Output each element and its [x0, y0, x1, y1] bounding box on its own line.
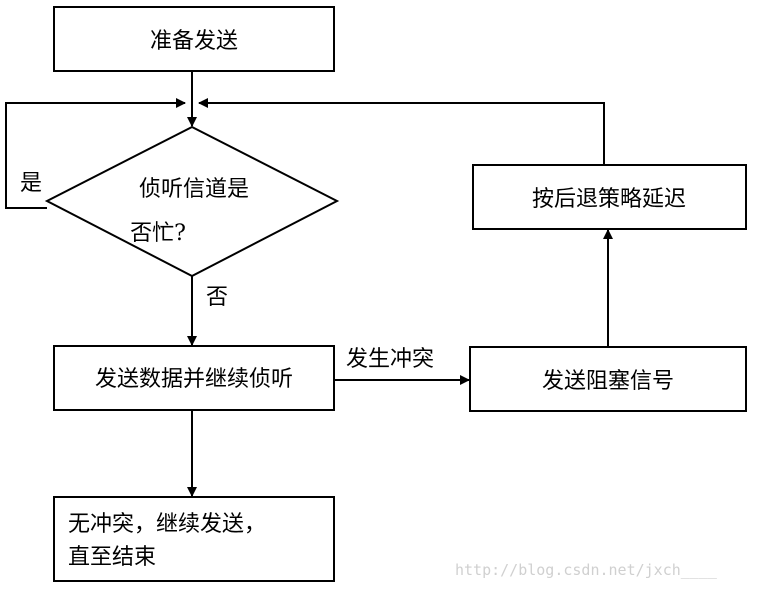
node-listen-decision-line2: 否忙? — [130, 221, 186, 246]
watermark-text: http://blog.csdn.net/jxch____ — [455, 561, 718, 579]
edge-busy-loop — [5, 98, 186, 209]
node-backoff: 按后退策略延迟 — [472, 164, 747, 230]
node-no-collision-line1: 无冲突，继续发送， — [68, 512, 266, 537]
node-prepare-send: 准备发送 — [53, 6, 335, 72]
node-jam-signal-label: 发送阻塞信号 — [542, 369, 674, 394]
node-prepare-send-label: 准备发送 — [150, 29, 238, 54]
edge-collision-label: 发生冲突 — [346, 347, 434, 372]
edge-busy-no-label: 否 — [206, 285, 228, 310]
node-send-and-listen: 发送数据并继续侦听 — [53, 345, 335, 411]
edge-backoff-to-decision — [198, 98, 605, 165]
node-no-collision-line2: 直至结束 — [68, 545, 156, 570]
node-send-and-listen-label: 发送数据并继续侦听 — [95, 367, 293, 392]
node-backoff-label: 按后退策略延迟 — [532, 187, 686, 212]
node-listen-decision-line1: 侦听信道是 — [139, 177, 249, 202]
node-listen-decision: 侦听信道是 否忙? — [44, 125, 340, 278]
node-no-collision: 无冲突，继续发送， 直至结束 — [53, 496, 335, 582]
node-jam-signal: 发送阻塞信号 — [469, 346, 747, 412]
edge-busy-yes-label: 是 — [20, 171, 42, 196]
